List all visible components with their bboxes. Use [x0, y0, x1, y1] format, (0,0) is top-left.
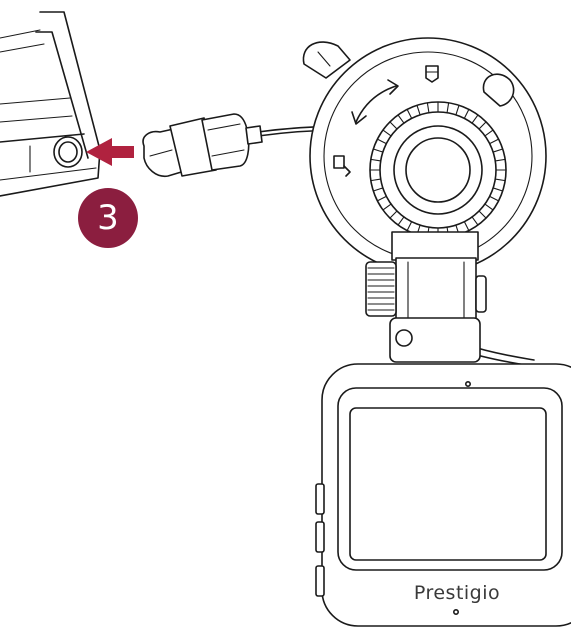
ring-tooth: [484, 203, 494, 211]
ring-tooth: [489, 195, 500, 202]
mount-hinge: [365, 231, 487, 363]
ring-tooth: [489, 138, 500, 145]
device-brand-label: Prestigio: [413, 582, 501, 604]
ring-tooth: [370, 178, 382, 182]
ring-tooth: [370, 158, 382, 162]
ring-tooth: [463, 108, 470, 119]
ring-tooth: [376, 195, 387, 202]
ring-tooth: [463, 221, 470, 232]
step-number-badge: 3: [78, 188, 138, 248]
ring-tooth: [382, 203, 392, 211]
ring-tooth: [397, 216, 405, 226]
ring-tooth: [406, 108, 413, 119]
step-number: 3: [97, 198, 119, 238]
ring-tooth: [372, 148, 384, 153]
ring-tooth: [389, 210, 398, 219]
unlock-icon: [333, 155, 351, 177]
lock-icon: [425, 65, 439, 83]
ring-tooth: [494, 158, 506, 162]
ring-tooth: [478, 121, 487, 130]
ring-tooth: [382, 129, 392, 137]
ring-tooth: [492, 187, 504, 192]
ring-tooth: [471, 114, 479, 124]
ring-tooth: [455, 104, 460, 116]
ring-tooth: [389, 121, 398, 130]
ring-tooth: [492, 148, 504, 153]
car-console-panel: [0, 11, 101, 197]
ring-tooth: [372, 187, 384, 192]
insert-arrow-icon: [86, 138, 134, 166]
ring-tooth: [416, 104, 421, 116]
ring-tooth: [376, 138, 387, 145]
ring-tooth: [406, 221, 413, 232]
ring-tooth: [446, 102, 450, 114]
ring-tooth: [494, 178, 506, 182]
rotate-arrow-icon: [351, 79, 399, 125]
ring-tooth: [484, 129, 494, 137]
locking-ring: [369, 101, 507, 239]
ring-tooth: [471, 216, 479, 226]
car-charger-plug: [142, 113, 263, 178]
dash-camera: [315, 363, 571, 627]
ring-tooth: [478, 210, 487, 219]
ring-tooth: [426, 102, 430, 114]
ring-tooth: [397, 114, 405, 124]
socket-icon: [53, 136, 83, 168]
